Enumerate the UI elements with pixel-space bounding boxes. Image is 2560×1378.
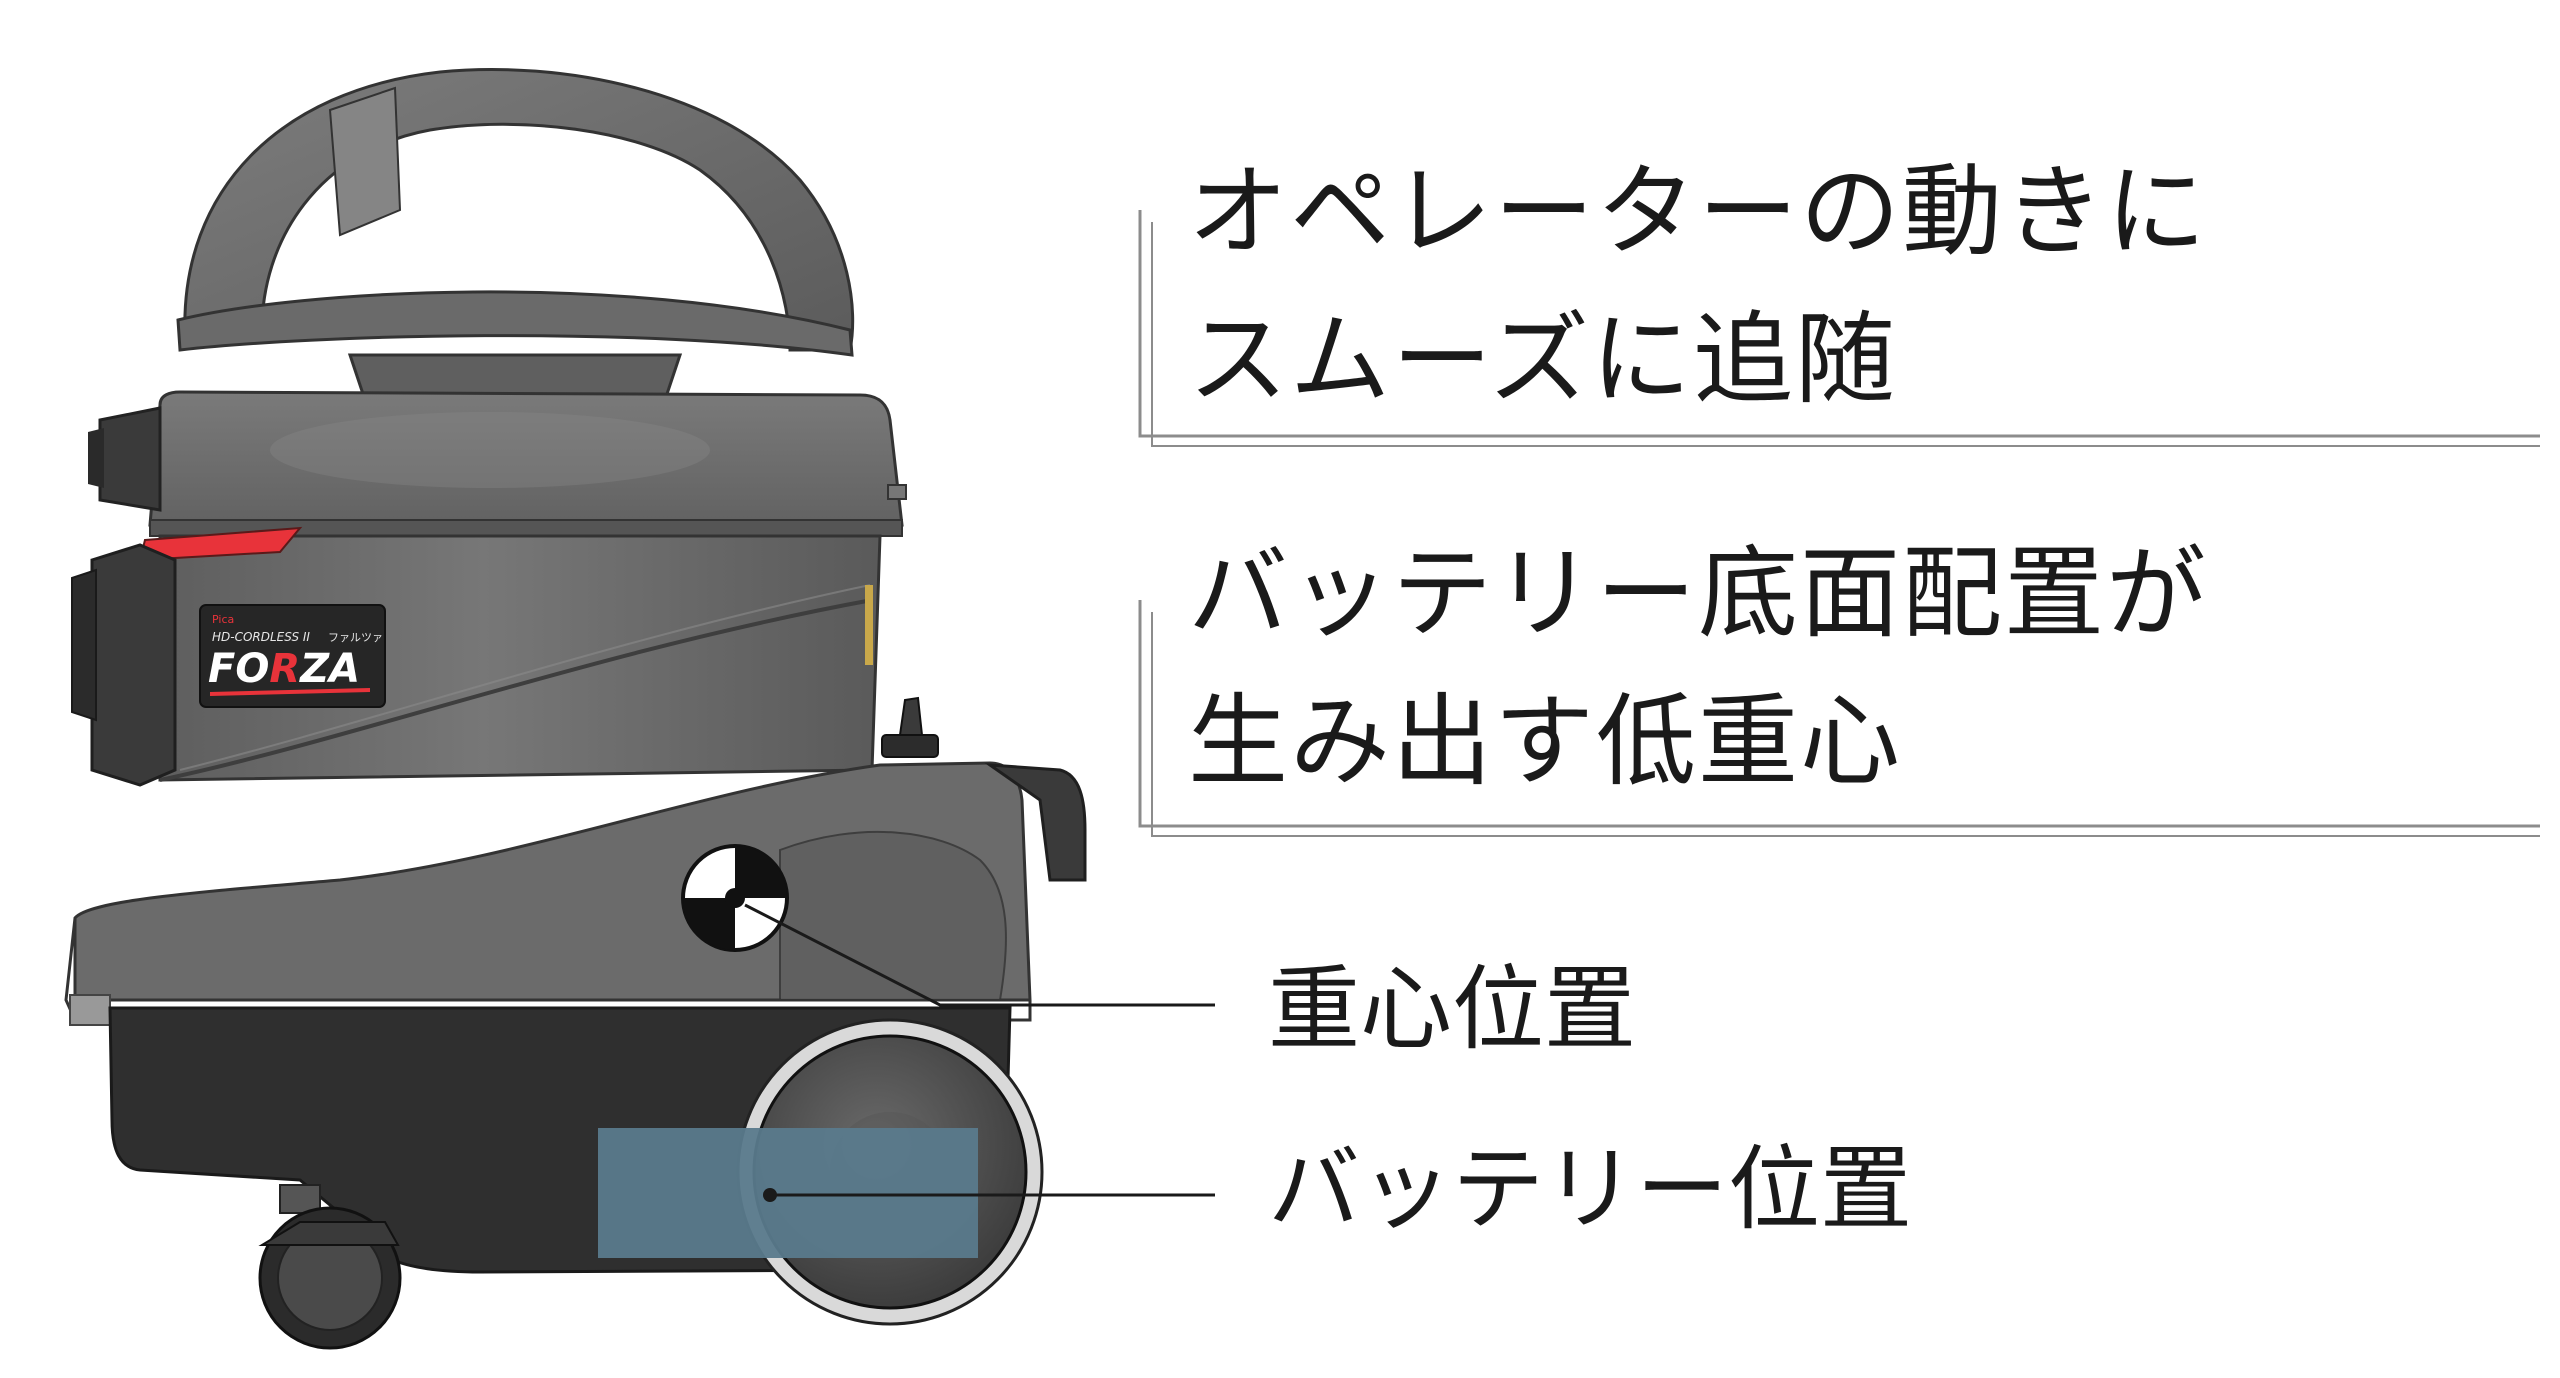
label-brand-accent: R [269,646,300,692]
headline-1-line-2: スムーズに追随 [1188,301,1897,418]
label-series: HD-CORDLESS II [212,630,310,644]
carry-handle [176,67,855,357]
label-brand-suffix: ZA [298,646,360,692]
label-brand-prefix: FO [208,646,269,692]
cog-leader-line [744,903,1215,1007]
product-label: Pica HD-CORDLESS II ファルツァ FORZA [199,604,386,708]
label-katakana: ファルツァ [328,631,383,644]
base-shell [64,761,1087,1026]
callout-center-of-gravity: 重心位置 [1268,956,1637,1063]
cog-target-icon [681,844,789,952]
tank-body [71,526,882,787]
callout-battery-position: バッテリー位置 [1268,1136,1913,1243]
headline-frame-1 [1138,210,2540,447]
headline-low-center-of-gravity: バッテリー底面配置が 生み出す低重心 [1188,520,2208,816]
label-maker: Pica [212,613,234,626]
headline-2-line-1: バッテリー底面配置が [1188,535,2208,652]
power-switch [881,696,939,758]
battery-area [598,1128,978,1258]
front-caster [258,1184,402,1350]
headline-2-line-2: 生み出す低重心 [1188,683,1902,800]
headline-frame-2 [1138,600,2540,837]
motor-head [88,390,907,537]
headline-1-line-1: オペレーターの動きに [1188,153,2208,270]
headline-follow-operator: オペレーターの動きに スムーズに追随 [1188,138,2208,434]
label-brand: FORZA [208,646,360,692]
